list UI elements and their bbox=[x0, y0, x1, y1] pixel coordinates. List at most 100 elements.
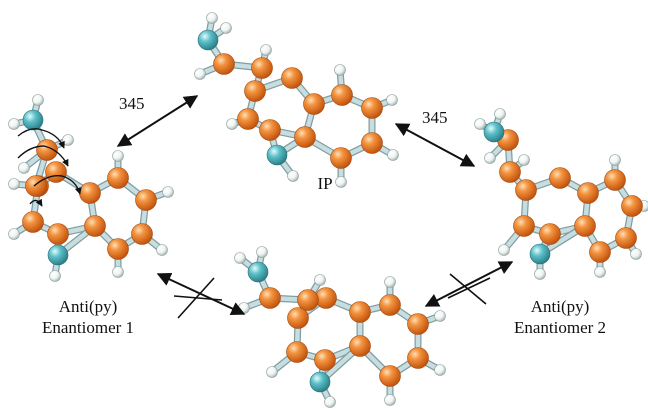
hydrogen-atom bbox=[112, 266, 124, 278]
carbon-atom bbox=[407, 313, 429, 335]
ip-label: IP bbox=[317, 174, 333, 193]
hydrogen-atom bbox=[62, 134, 74, 146]
anti-py-label-1: Anti(py) bbox=[58, 297, 118, 316]
carbon-atom bbox=[286, 341, 308, 363]
hydrogen-atom bbox=[156, 244, 168, 256]
hydrogen-atom bbox=[226, 118, 238, 130]
carbon-atom bbox=[349, 301, 371, 323]
carbon-atom bbox=[84, 215, 106, 237]
molecule-ip bbox=[194, 12, 399, 188]
nitrogen-atom bbox=[529, 243, 551, 265]
hydrogen-atom bbox=[324, 396, 336, 408]
hydrogen-atom bbox=[18, 162, 30, 174]
carbon-atom bbox=[22, 211, 44, 233]
hydrogen-atom bbox=[49, 270, 61, 282]
hydrogen-atom bbox=[434, 364, 446, 376]
hydrogen-atom bbox=[386, 94, 398, 106]
hydrogen-atom bbox=[518, 154, 530, 166]
carbon-atom bbox=[379, 365, 401, 387]
carbon-atom bbox=[615, 227, 637, 249]
arrow-blocked-right bbox=[424, 261, 514, 307]
hydrogen-atom bbox=[8, 228, 20, 240]
carbon-atom bbox=[294, 126, 316, 148]
arrow-blocked-left bbox=[156, 272, 246, 316]
carbon-atom bbox=[604, 169, 626, 191]
hydrogen-atom bbox=[194, 68, 206, 80]
hydrogen-atom bbox=[609, 154, 621, 166]
hydrogen-atom bbox=[335, 176, 347, 188]
hydrogen-atom bbox=[32, 94, 44, 106]
hydrogen-atom bbox=[334, 64, 346, 76]
enantiomer-1-label: Enantiomer 1 bbox=[41, 318, 135, 337]
cross-mark-right bbox=[447, 273, 491, 305]
carbon-atom bbox=[135, 189, 157, 211]
carbon-atom bbox=[297, 289, 319, 311]
carbon-atom bbox=[407, 347, 429, 369]
cross-mark-left bbox=[173, 277, 223, 319]
hydrogen-atom bbox=[534, 268, 546, 280]
carbon-atom bbox=[549, 167, 571, 189]
carbon-atom bbox=[244, 80, 266, 102]
carbon-atom bbox=[281, 67, 303, 89]
carbon-atom bbox=[36, 139, 58, 161]
anti-py-label-2: Anti(py) bbox=[530, 297, 590, 316]
carbon-atom bbox=[25, 175, 47, 197]
molecule-bottom bbox=[234, 246, 446, 408]
hydrogen-atom bbox=[260, 44, 272, 56]
carbon-atom bbox=[259, 119, 281, 141]
carbon-atom bbox=[589, 241, 611, 263]
carbon-atom bbox=[499, 161, 521, 183]
energy-label-right: 345 bbox=[422, 108, 448, 127]
carbon-atom bbox=[259, 287, 281, 309]
carbon-atom bbox=[237, 108, 259, 130]
hydrogen-atom bbox=[234, 252, 246, 264]
carbon-atom bbox=[251, 57, 273, 79]
hydrogen-atom bbox=[8, 118, 20, 130]
hydrogen-atom bbox=[112, 150, 124, 162]
nitrogen-atom bbox=[197, 29, 219, 51]
hydrogen-atom bbox=[434, 310, 446, 322]
nitrogen-atom bbox=[47, 244, 69, 266]
carbon-atom bbox=[379, 294, 401, 316]
molecule-enantiomer-1 bbox=[8, 94, 174, 282]
enantiomer-2-label: Enantiomer 2 bbox=[513, 318, 607, 337]
carbon-atom bbox=[621, 195, 643, 217]
carbon-atom bbox=[361, 97, 383, 119]
carbon-atom bbox=[361, 132, 383, 154]
molecule-enantiomer-2 bbox=[474, 108, 648, 280]
hydrogen-atom bbox=[287, 170, 299, 182]
carbon-atom bbox=[79, 182, 101, 204]
nitrogen-atom bbox=[266, 144, 288, 166]
carbon-atom bbox=[331, 84, 353, 106]
carbon-atom bbox=[107, 167, 129, 189]
hydrogen-atom bbox=[384, 394, 396, 406]
carbon-atom bbox=[315, 287, 337, 309]
carbon-atom bbox=[577, 182, 599, 204]
arrow-ip-enantiomer1 bbox=[116, 95, 199, 147]
nitrogen-atom bbox=[22, 109, 44, 131]
carbon-atom bbox=[574, 215, 596, 237]
hydrogen-atom bbox=[474, 118, 486, 130]
carbon-atom bbox=[47, 223, 69, 245]
carbon-atom bbox=[287, 307, 309, 329]
carbon-atom bbox=[107, 238, 129, 260]
carbon-atom bbox=[539, 223, 561, 245]
nitrogen-atom bbox=[309, 371, 331, 393]
hydrogen-atom bbox=[498, 244, 510, 256]
hydrogen-atom bbox=[206, 12, 218, 24]
carbon-atom bbox=[131, 223, 153, 245]
carbon-atom bbox=[515, 179, 537, 201]
torsion-arrows bbox=[17, 128, 82, 207]
hydrogen-atom bbox=[256, 246, 268, 258]
hydrogen-atom bbox=[630, 248, 642, 260]
carbon-atom bbox=[314, 349, 336, 371]
carbon-atom bbox=[303, 93, 325, 115]
hydrogen-atom bbox=[314, 274, 326, 286]
carbon-atom bbox=[349, 335, 371, 357]
nitrogen-atom bbox=[247, 261, 269, 283]
hydrogen-atom bbox=[220, 22, 232, 34]
hydrogen-atom bbox=[384, 276, 396, 288]
hydrogen-atom bbox=[494, 108, 506, 120]
